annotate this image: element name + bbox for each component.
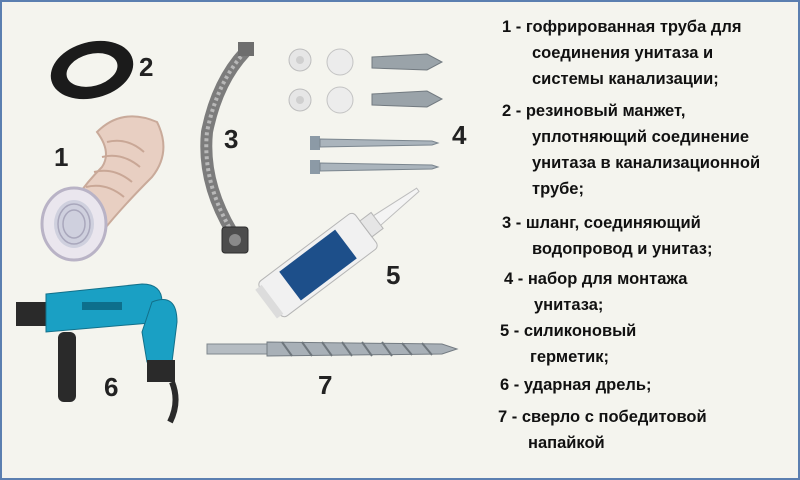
number-4: 4 — [452, 120, 467, 150]
legend-line: уплотняющий соединение — [532, 128, 750, 146]
legend-line: 5 - силиконовый — [500, 322, 637, 340]
legend-item-3: 3 - шланг, соединяющий водопровод и унит… — [502, 210, 712, 262]
legend-item-7: 7 - сверло с победитовой напайкой — [498, 404, 707, 456]
flexible-hose-image — [200, 42, 254, 254]
legend-item-1: 1 - гофрированная труба для соединения у… — [502, 14, 741, 92]
legend-line: водопровод и унитаз; — [532, 240, 713, 258]
legend-line: 4 - набор для монтажа — [504, 270, 688, 288]
number-3: 3 — [224, 124, 239, 154]
legend-item-4: 4 - набор для монтажа унитаза; — [504, 266, 687, 318]
number-5: 5 — [386, 260, 401, 290]
legend-line: 1 - гофрированная труба для — [502, 18, 742, 36]
rubber-cuff-image — [50, 40, 134, 100]
legend-line: системы канализации; — [532, 70, 719, 88]
mounting-kit-image — [288, 48, 444, 174]
legend-item-6: 6 - ударная дрель; — [500, 372, 652, 398]
legend-item-2: 2 - резиновый манжет, уплотняющий соедин… — [502, 98, 760, 202]
legend-line: 6 - ударная дрель; — [500, 376, 652, 394]
legend-line: 2 - резиновый манжет, — [502, 102, 686, 120]
silicone-tube-image — [255, 187, 420, 319]
tools-illustration — [16, 40, 459, 424]
corrugated-pipe-image — [40, 115, 165, 262]
legend-line: 3 - шланг, соединяющий — [502, 214, 701, 232]
hammer-drill-image — [16, 283, 179, 424]
legend-line: унитаза; — [534, 296, 604, 314]
legend-line: унитаза в канализационной — [532, 154, 761, 172]
legend-item-5: 5 - силиконовый герметик; — [500, 318, 636, 370]
legend-line: напайкой — [528, 434, 605, 452]
legend-line: герметик; — [530, 348, 610, 366]
number-1: 1 — [54, 142, 69, 172]
number-7: 7 — [318, 370, 333, 400]
drill-bit-image — [206, 341, 459, 357]
legend-line: соединения унитаза и — [532, 44, 714, 62]
legend-line: 7 - сверло с победитовой — [498, 408, 707, 426]
legend-line: трубе; — [532, 180, 584, 198]
number-2: 2 — [139, 52, 154, 82]
number-6: 6 — [104, 372, 119, 402]
